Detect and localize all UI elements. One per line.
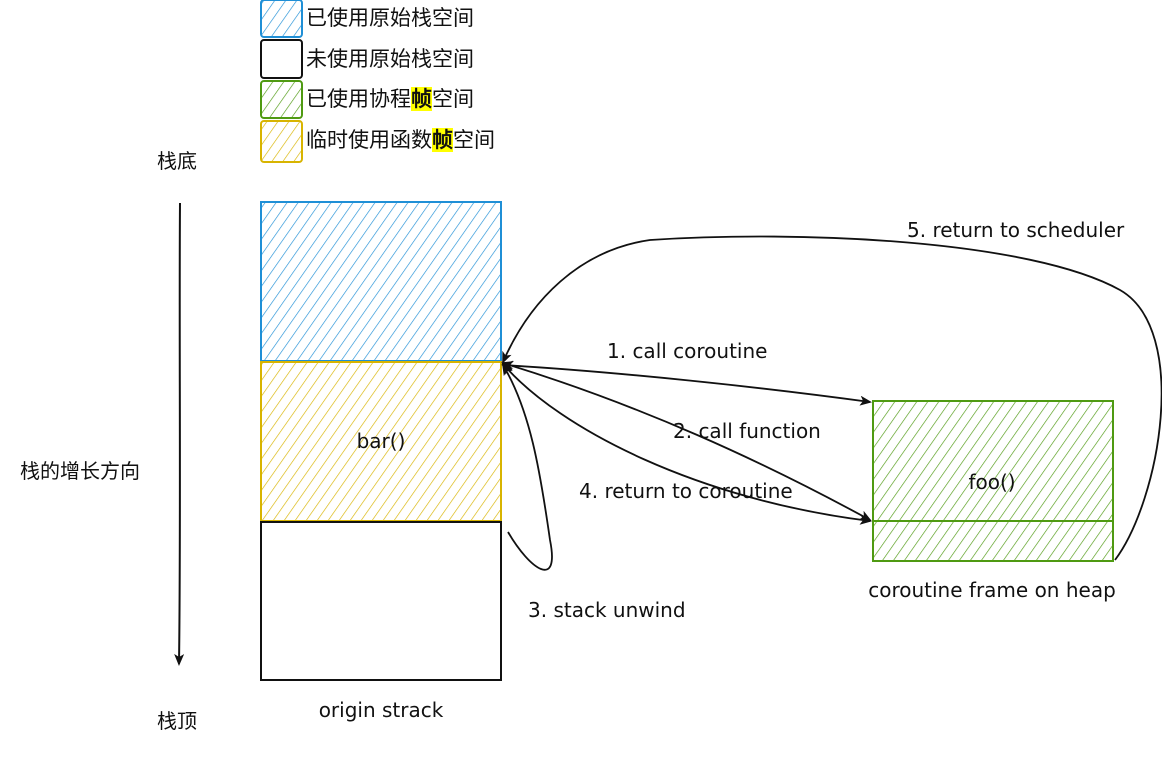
stack-growth-label: 栈的增长方向 [20, 459, 140, 483]
bar-frame [260, 361, 502, 522]
legend-label-coroutine-frame: 已使用协程帧空间 [306, 87, 474, 111]
origin-stack [260, 201, 502, 681]
return-to-coroutine-label: 4. return to coroutine [579, 479, 793, 503]
legend-swatch-used-origin [260, 0, 303, 38]
origin-stack-label: origin strack [318, 698, 444, 722]
origin-stack-unused-segment [260, 521, 502, 681]
legend-label-unused-origin: 未使用原始栈空间 [306, 47, 474, 71]
legend-swatch-temp-function-frame [260, 120, 303, 163]
stack-top-label: 栈顶 [157, 709, 197, 733]
stack-growth-arrow [174, 202, 185, 666]
stack-unwind-label: 3. stack unwind [528, 598, 686, 622]
bar-frame-label: bar() [356, 429, 406, 453]
foo-frame-label: foo() [968, 470, 1016, 494]
arrow-stack-unwind [501, 363, 553, 571]
foo-frame-base [872, 520, 1114, 562]
arrow-return-to-coroutine [501, 362, 872, 525]
arrow-call-coroutine [501, 360, 872, 406]
origin-stack-used-segment [260, 201, 502, 362]
stack-bottom-label: 栈底 [157, 149, 197, 173]
legend-swatch-unused-origin [260, 39, 303, 79]
call-coroutine-label: 1. call coroutine [607, 339, 768, 363]
legend-label-used-origin: 已使用原始栈空间 [306, 6, 474, 30]
arrow-return-to-scheduler [502, 235, 1162, 561]
call-function-label: 2. call function [673, 419, 821, 443]
return-to-scheduler-label: 5. return to scheduler [907, 218, 1125, 242]
legend-label-temp-function-frame: 临时使用函数帧空间 [306, 128, 495, 152]
foo-frame [872, 400, 1114, 522]
coroutine-frame [872, 400, 1114, 562]
legend-swatch-coroutine-frame [260, 80, 303, 119]
coroutine-frame-caption: coroutine frame on heap [868, 578, 1116, 602]
